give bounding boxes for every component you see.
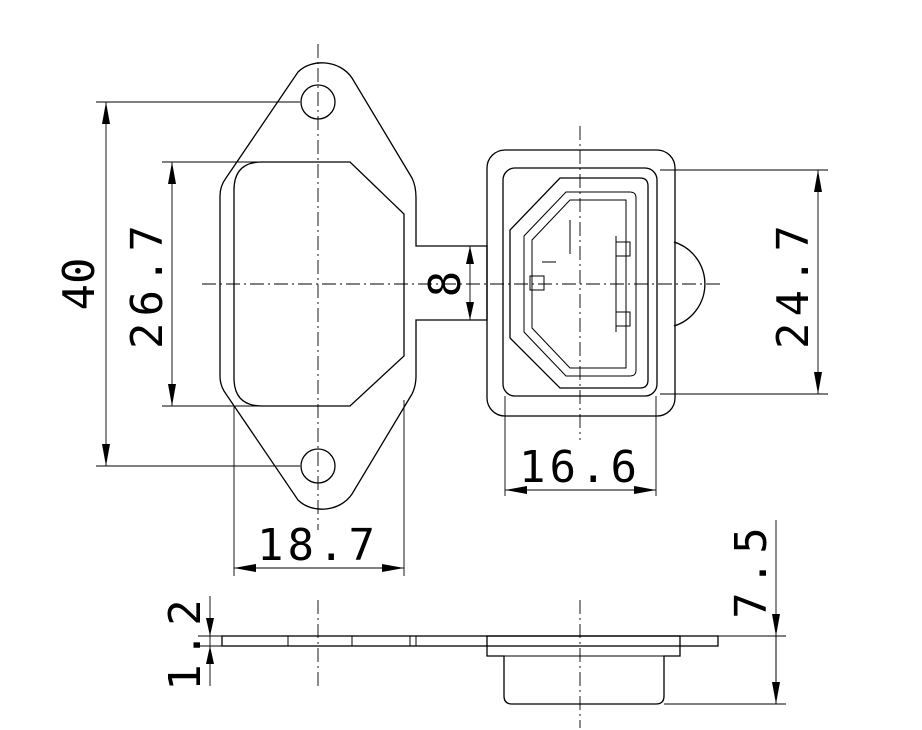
left-inner-window: [233, 161, 405, 407]
dim-16-6-label: 16.6: [519, 442, 641, 493]
side-socket-body: [486, 635, 681, 705]
socket-opening-outer: [509, 177, 649, 389]
dim-7-5-label: 7.5: [726, 521, 777, 618]
socket-side-bump: [673, 241, 706, 327]
dim-8-label: 8: [420, 271, 471, 298]
side-flange-plate: [221, 635, 719, 647]
dim-18-7-label: 18.7: [257, 520, 379, 571]
dim-40-label: 40: [54, 258, 105, 311]
left-flange-outline: [219, 62, 488, 510]
dim-26-7-label: 26.7: [122, 219, 173, 349]
pin-upper: [615, 241, 631, 257]
extension-lines: [96, 101, 828, 705]
socket-opening-inner-2: [531, 199, 627, 369]
socket-outer-frame: [486, 149, 676, 417]
dimension-labels: 40 26.7 18.7 8 24.7 16.6 7.5 1.2: [54, 219, 819, 691]
side-view: [221, 635, 719, 705]
socket-opening-inner: [523, 191, 637, 377]
dimension-lines: [102, 102, 822, 704]
right-socket-top-view: [486, 149, 706, 417]
center-lines: [202, 44, 722, 728]
pin-lower: [615, 311, 631, 327]
dim-1-2-label: 1.2: [160, 593, 211, 690]
pin-earth: [529, 275, 545, 291]
dim-24-7-label: 24.7: [768, 219, 819, 349]
